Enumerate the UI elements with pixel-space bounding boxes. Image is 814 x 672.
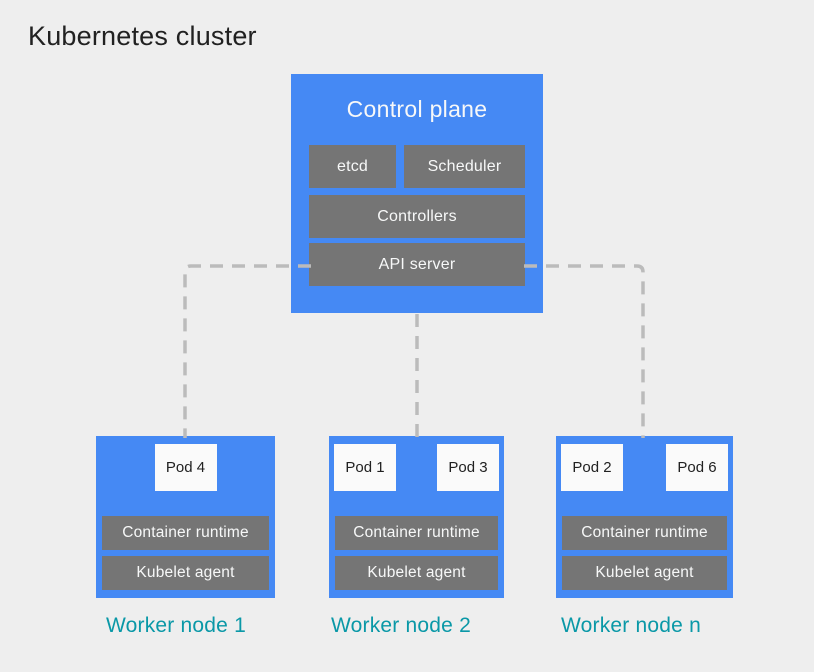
- worker-node-n-label: Worker node n: [561, 614, 701, 637]
- pod-row: Pod 2 Pod 6: [561, 444, 728, 491]
- component-scheduler: Scheduler: [404, 145, 525, 188]
- container-runtime-box: Container runtime: [102, 516, 269, 550]
- pod-6: Pod 6: [666, 444, 728, 491]
- pod-1: Pod 1: [334, 444, 396, 491]
- worker-node-1-label: Worker node 1: [106, 614, 246, 637]
- worker-node-2-box: Pod 1 Pod 3 Container runtime Kubelet ag…: [329, 436, 504, 598]
- container-runtime-box: Container runtime: [562, 516, 727, 550]
- component-etcd: etcd: [309, 145, 396, 188]
- kubelet-agent-box: Kubelet agent: [335, 556, 498, 590]
- kubelet-agent-box: Kubelet agent: [102, 556, 269, 590]
- worker-node-2-label: Worker node 2: [331, 614, 471, 637]
- container-runtime-box: Container runtime: [335, 516, 498, 550]
- component-api-server: API server: [309, 243, 525, 286]
- worker-node-n-box: Pod 2 Pod 6 Container runtime Kubelet ag…: [556, 436, 733, 598]
- pod-row: Pod 4: [101, 444, 270, 491]
- diagram-title: Kubernetes cluster: [28, 21, 257, 51]
- pod-4: Pod 4: [154, 444, 217, 491]
- control-plane-box: Control plane etcd Scheduler Controllers…: [291, 74, 543, 313]
- component-controllers: Controllers: [309, 195, 525, 238]
- pod-3: Pod 3: [437, 444, 499, 491]
- control-plane-title: Control plane: [346, 96, 488, 122]
- kubelet-agent-box: Kubelet agent: [562, 556, 727, 590]
- pod-row: Pod 1 Pod 3: [334, 444, 499, 491]
- pod-2: Pod 2: [561, 444, 623, 491]
- worker-node-1-box: Pod 4 Container runtime Kubelet agent: [96, 436, 275, 598]
